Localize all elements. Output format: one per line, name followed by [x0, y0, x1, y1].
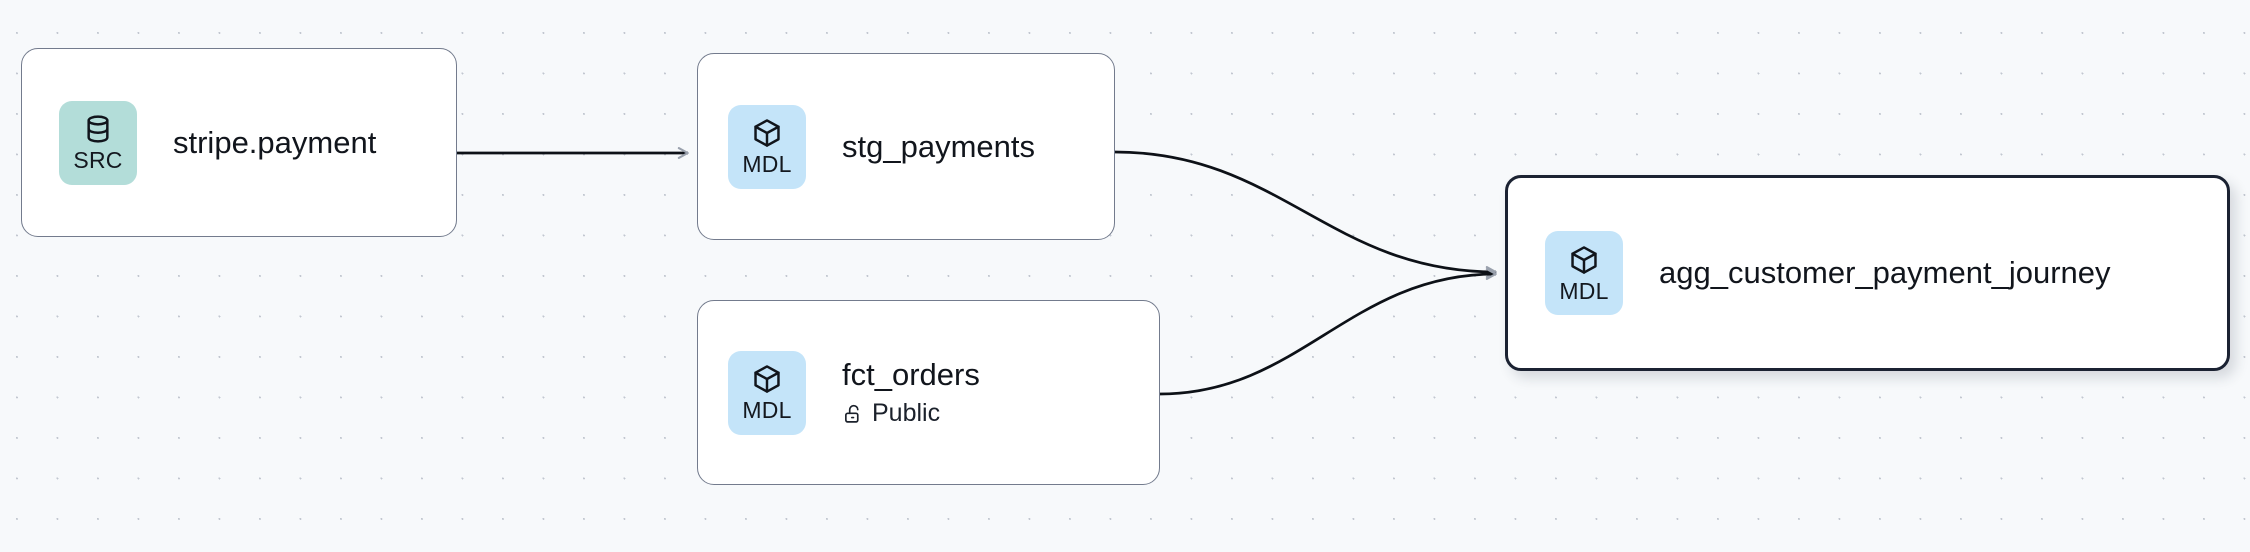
node-title: stripe.payment	[173, 124, 377, 160]
node-type-label: MDL	[742, 151, 792, 177]
node-visibility-label: Public	[872, 399, 941, 428]
node-body: stg_payments	[842, 129, 1035, 165]
database-icon	[82, 113, 114, 145]
node-title: fct_orders	[842, 356, 980, 392]
node-title: agg_customer_payment_journey	[1659, 255, 2111, 291]
node-type-badge-src: SRC	[59, 100, 137, 185]
node-visibility: Public	[842, 399, 980, 428]
unlock-icon	[842, 403, 864, 425]
node-body: fct_orders Public	[842, 357, 980, 429]
cube-icon	[751, 363, 783, 395]
node-type-label: MDL	[1559, 277, 1609, 304]
node-body: agg_customer_payment_journey	[1659, 255, 2111, 291]
lineage-node-stripe-payment[interactable]: SRC stripe.payment	[21, 48, 457, 237]
node-title: stg_payments	[842, 128, 1035, 164]
node-type-label: SRC	[73, 147, 123, 173]
node-body: stripe.payment	[173, 125, 376, 161]
lineage-node-agg-customer-payment-journey[interactable]: MDL agg_customer_payment_journey	[1505, 175, 2230, 371]
node-type-badge-mdl: MDL	[1545, 231, 1623, 315]
node-type-badge-mdl: MDL	[728, 104, 806, 189]
lineage-node-fct-orders[interactable]: MDL fct_orders Public	[697, 300, 1160, 485]
cube-icon	[1568, 244, 1600, 276]
cube-icon	[751, 117, 783, 149]
node-type-label: MDL	[742, 397, 792, 423]
node-type-badge-mdl: MDL	[728, 350, 806, 435]
edge-fct-orders-to-agg-customer-payment-journey	[1159, 268, 1497, 396]
edge-stg-payments-to-agg-customer-payment-journey	[1114, 150, 1497, 278]
lineage-node-stg-payments[interactable]: MDL stg_payments	[697, 53, 1115, 240]
